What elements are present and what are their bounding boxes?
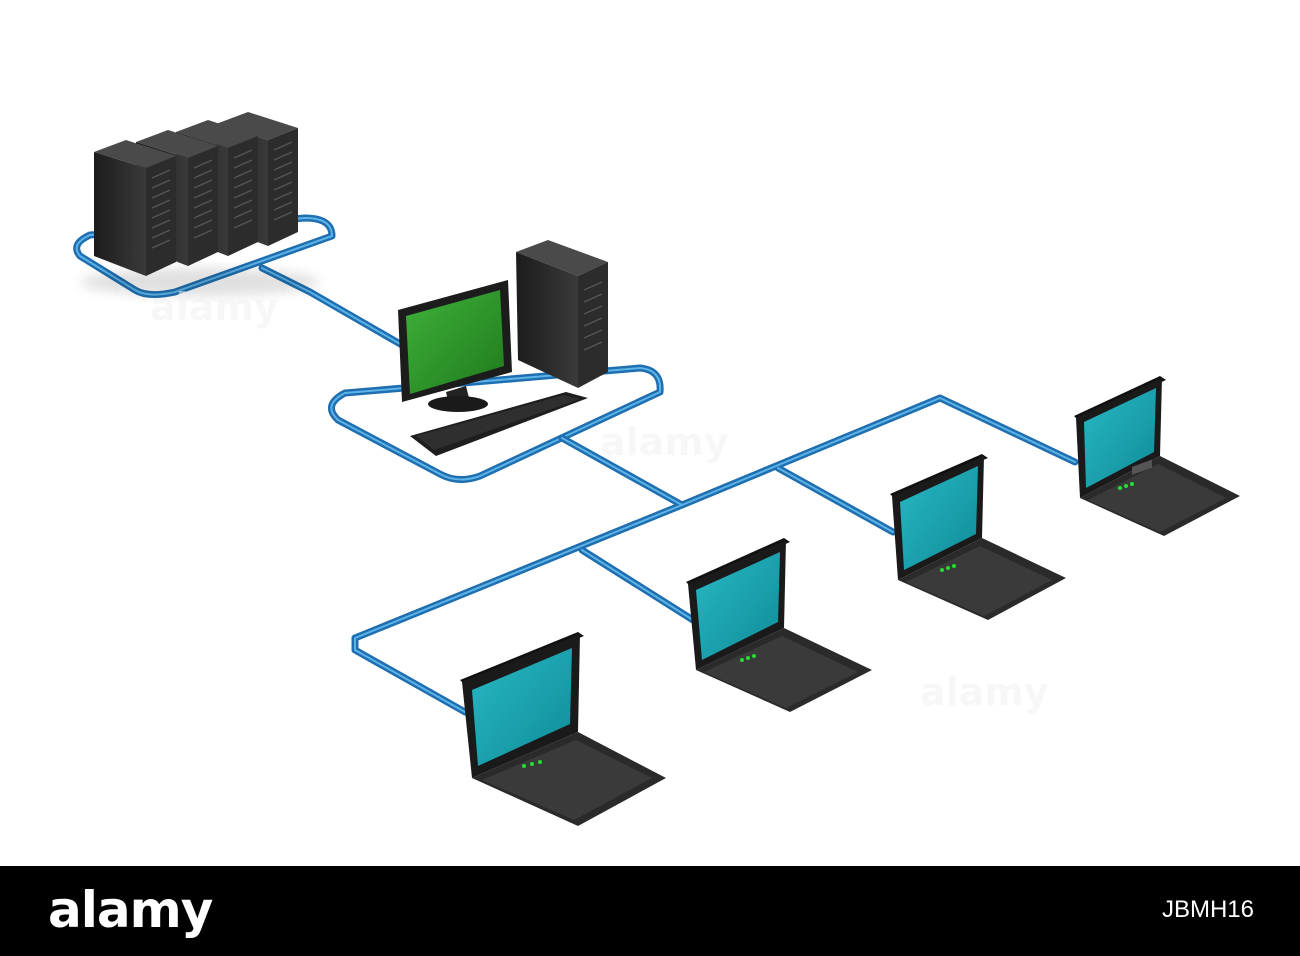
image-id: JBMH16 bbox=[1161, 896, 1254, 923]
laptop-icon bbox=[1074, 376, 1240, 536]
laptop-screen bbox=[472, 648, 572, 766]
laptop-screen bbox=[1084, 388, 1156, 488]
laptop-icon bbox=[890, 454, 1066, 620]
laptop-branch-cables bbox=[351, 394, 1079, 716]
laptop-icon bbox=[460, 632, 666, 826]
desktop-monitor bbox=[398, 280, 512, 412]
desktop-computer-icon bbox=[398, 240, 608, 456]
network-diagram-canvas bbox=[73, 112, 1240, 826]
laptop-screen bbox=[900, 466, 978, 570]
stock-footer-bar: alamy JBMH16 bbox=[0, 866, 1300, 956]
brand-logo: alamy bbox=[48, 881, 213, 939]
desktop-tower bbox=[516, 240, 608, 388]
monitor-screen bbox=[406, 290, 504, 394]
workstation-base-loop bbox=[327, 364, 664, 483]
laptop-icon bbox=[686, 538, 872, 712]
server-rack-icon bbox=[80, 112, 320, 296]
network-diagram: alamy alamy alamy bbox=[73, 112, 1240, 826]
laptop-screen bbox=[696, 552, 780, 660]
desktop-keyboard bbox=[410, 392, 588, 456]
server-tower bbox=[94, 140, 176, 276]
